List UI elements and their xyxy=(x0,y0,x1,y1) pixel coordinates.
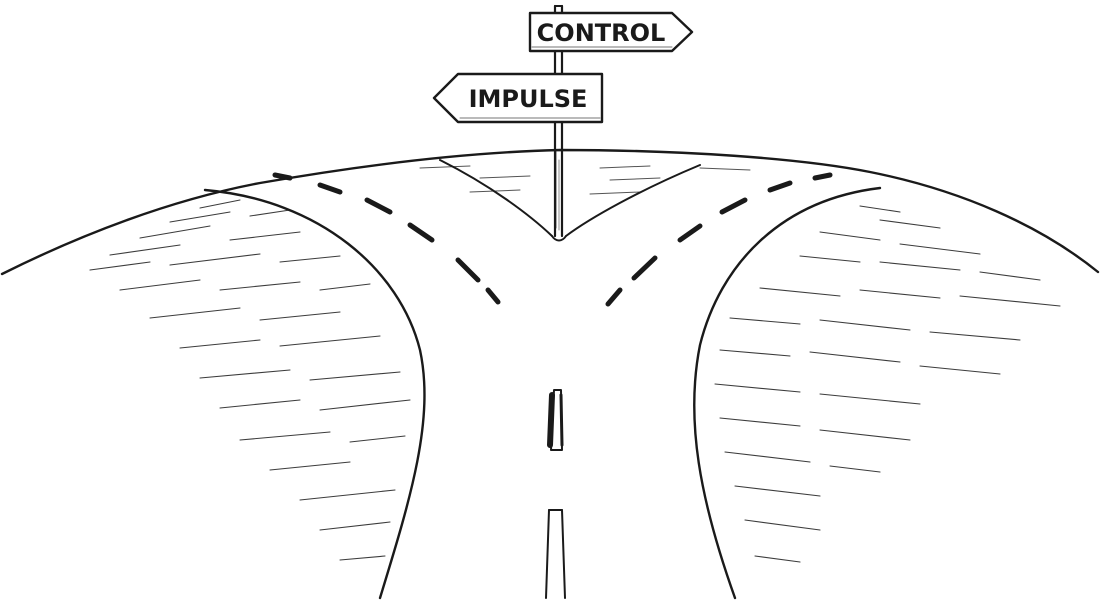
left-road-dashes xyxy=(272,172,501,305)
fork-tip xyxy=(551,235,567,242)
impulse-sign-label: IMPULSE xyxy=(469,85,588,113)
left-hill-hatching xyxy=(89,199,411,561)
fork-right-edge xyxy=(565,164,701,237)
left-hill-edge xyxy=(203,188,426,600)
impulse-sign-board xyxy=(432,72,604,124)
control-sign-label: CONTROL xyxy=(537,19,666,47)
horizon-hatching xyxy=(419,165,751,195)
right-hill-hatching xyxy=(714,205,1061,563)
right-road-dashes xyxy=(605,172,833,307)
fork-left-edge xyxy=(439,159,553,237)
center-road-dashes xyxy=(545,389,566,599)
control-sign-board xyxy=(528,11,694,53)
right-hill-edge xyxy=(693,186,882,600)
horizon-line xyxy=(0,148,1100,276)
